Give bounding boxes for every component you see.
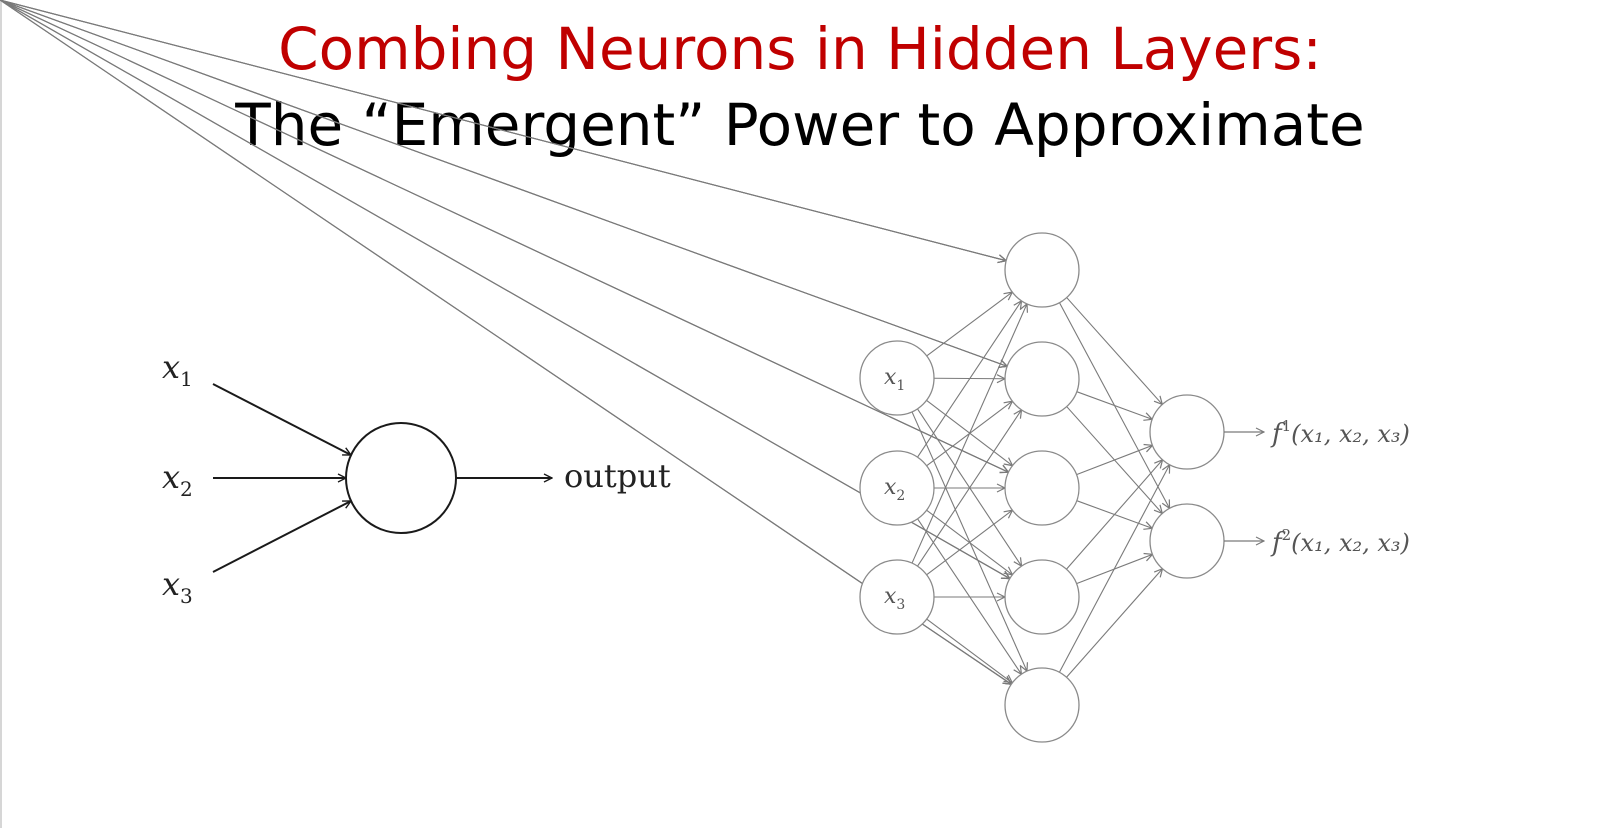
input-hidden-edge-1-5 (911, 411, 1027, 671)
hidden-output-edge-2-1 (1076, 391, 1152, 420)
input-layer: x1 x2 x3 (859, 340, 935, 635)
output-label: output (564, 457, 671, 495)
input-hidden-edge-6-1 (0, 0, 1006, 261)
input-edge-1 (212, 383, 351, 456)
input-node-label-x1: x1 (884, 365, 905, 394)
input-hidden-edge-2-1 (917, 301, 1021, 458)
input-hidden-edge-3-5 (926, 618, 1013, 683)
hidden-output-edge-5-1 (1058, 465, 1169, 673)
hidden-node-1 (1004, 232, 1080, 308)
slide-title-line-1: Combing Neurons in Hidden Layers: (278, 15, 1322, 83)
hidden-output-edge-3-1 (1076, 445, 1153, 476)
input-hidden-edge-3-1 (911, 304, 1027, 564)
network-edges (0, 0, 1170, 684)
input-label-x1: x1 (162, 348, 193, 391)
slide-left-border (0, 0, 2, 828)
hidden-output-edge-1-1 (1066, 297, 1163, 405)
input-hidden-edge-1-1 (926, 292, 1013, 357)
input-hidden-edge-6-2 (0, 0, 1007, 366)
input-node-label-x2: x2 (884, 475, 905, 504)
input-label-x3: x3 (162, 565, 193, 608)
hidden-node-5 (1004, 667, 1080, 743)
single-neuron-diagram: x1 x2 x3 output (162, 348, 671, 608)
input-node-3 (859, 559, 935, 635)
slide-title-line-2: The “Emergent” Power to Approximate (235, 91, 1365, 159)
hidden-output-edge-5-2 (1066, 569, 1163, 678)
network-diagram: x1 x2 x3 f1(x₁, x₂, x₃) f2(x₁, x₂, x₃) (0, 0, 1410, 743)
output-node-1 (1149, 394, 1225, 470)
input-hidden-edge-3-2 (917, 410, 1021, 567)
hidden-output-edge-4-1 (1066, 460, 1162, 570)
input-node-label-x3: x3 (884, 584, 905, 613)
hidden-layer (1004, 232, 1080, 743)
hidden-node-2 (1004, 341, 1080, 417)
hidden-node-3 (1004, 450, 1080, 526)
output-label-f2: f2(x₁, x₂, x₃) (1270, 526, 1410, 558)
input-node-2 (859, 450, 935, 526)
neuron-node (345, 422, 457, 534)
input-node-1 (859, 340, 935, 416)
output-label-f1: f1(x₁, x₂, x₃) (1270, 417, 1410, 449)
hidden-node-4 (1004, 559, 1080, 635)
input-label-x2: x2 (162, 458, 193, 501)
output-layer (1149, 394, 1225, 579)
input-edge-3 (212, 500, 351, 573)
output-node-2 (1149, 503, 1225, 579)
input-hidden-edge-6-5 (0, 0, 1011, 684)
input-hidden-edge-3-3 (926, 510, 1013, 576)
input-hidden-edge-6-3 (0, 0, 1008, 472)
input-hidden-edge-6-4 (0, 0, 1010, 579)
